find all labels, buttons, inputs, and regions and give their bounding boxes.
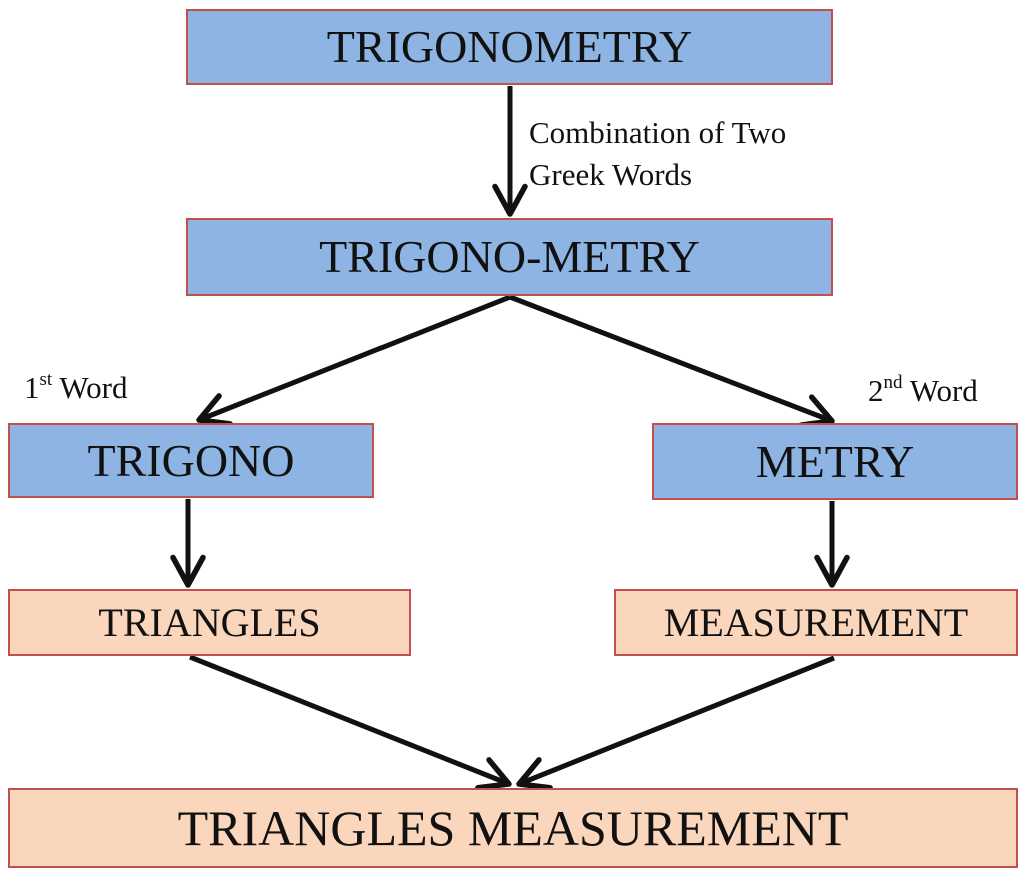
node-measurement-label: MEASUREMENT: [663, 599, 969, 645]
node-measurement: MEASUREMENT: [614, 589, 1018, 656]
second-word-text: Word: [902, 373, 978, 408]
node-trigono-metry: TRIGONO-METRY: [186, 218, 833, 296]
combination-note-line-1: Combination of Two: [529, 115, 787, 150]
node-trigono-metry-label: TRIGONO-METRY: [319, 231, 700, 282]
node-trigonometry: TRIGONOMETRY: [186, 9, 833, 85]
node-metry-label: METRY: [755, 435, 915, 487]
arrow-split-to-trigono: [196, 294, 511, 427]
node-trigono: TRIGONO: [8, 423, 374, 498]
first-word-number: 1: [24, 370, 40, 405]
second-word-label: 2nd Word: [868, 372, 978, 408]
first-word-label: 1st Word: [24, 369, 128, 405]
node-triangles-label: TRIANGLES: [98, 599, 321, 645]
first-word-suffix: st: [39, 369, 53, 390]
second-word-number: 2: [868, 373, 884, 408]
node-trigonometry-label: TRIGONOMETRY: [326, 21, 693, 72]
node-trigono-label: TRIGONO: [87, 434, 295, 486]
arrow-triangles-to-final: [189, 654, 512, 791]
combination-note: Combination of Two Greek Words: [529, 112, 786, 196]
node-triangles: TRIANGLES: [8, 589, 411, 656]
second-word-suffix: nd: [883, 372, 903, 393]
arrow-measurement-to-final: [516, 655, 835, 791]
node-triangles-measurement: TRIANGLES MEASUREMENT: [8, 788, 1018, 868]
first-word-text: Word: [52, 370, 128, 405]
combination-note-line-2: Greek Words: [529, 157, 693, 192]
node-triangles-measurement-label: TRIANGLES MEASUREMENT: [177, 800, 849, 856]
arrow-split-to-metry: [509, 294, 835, 428]
node-metry: METRY: [652, 423, 1018, 500]
